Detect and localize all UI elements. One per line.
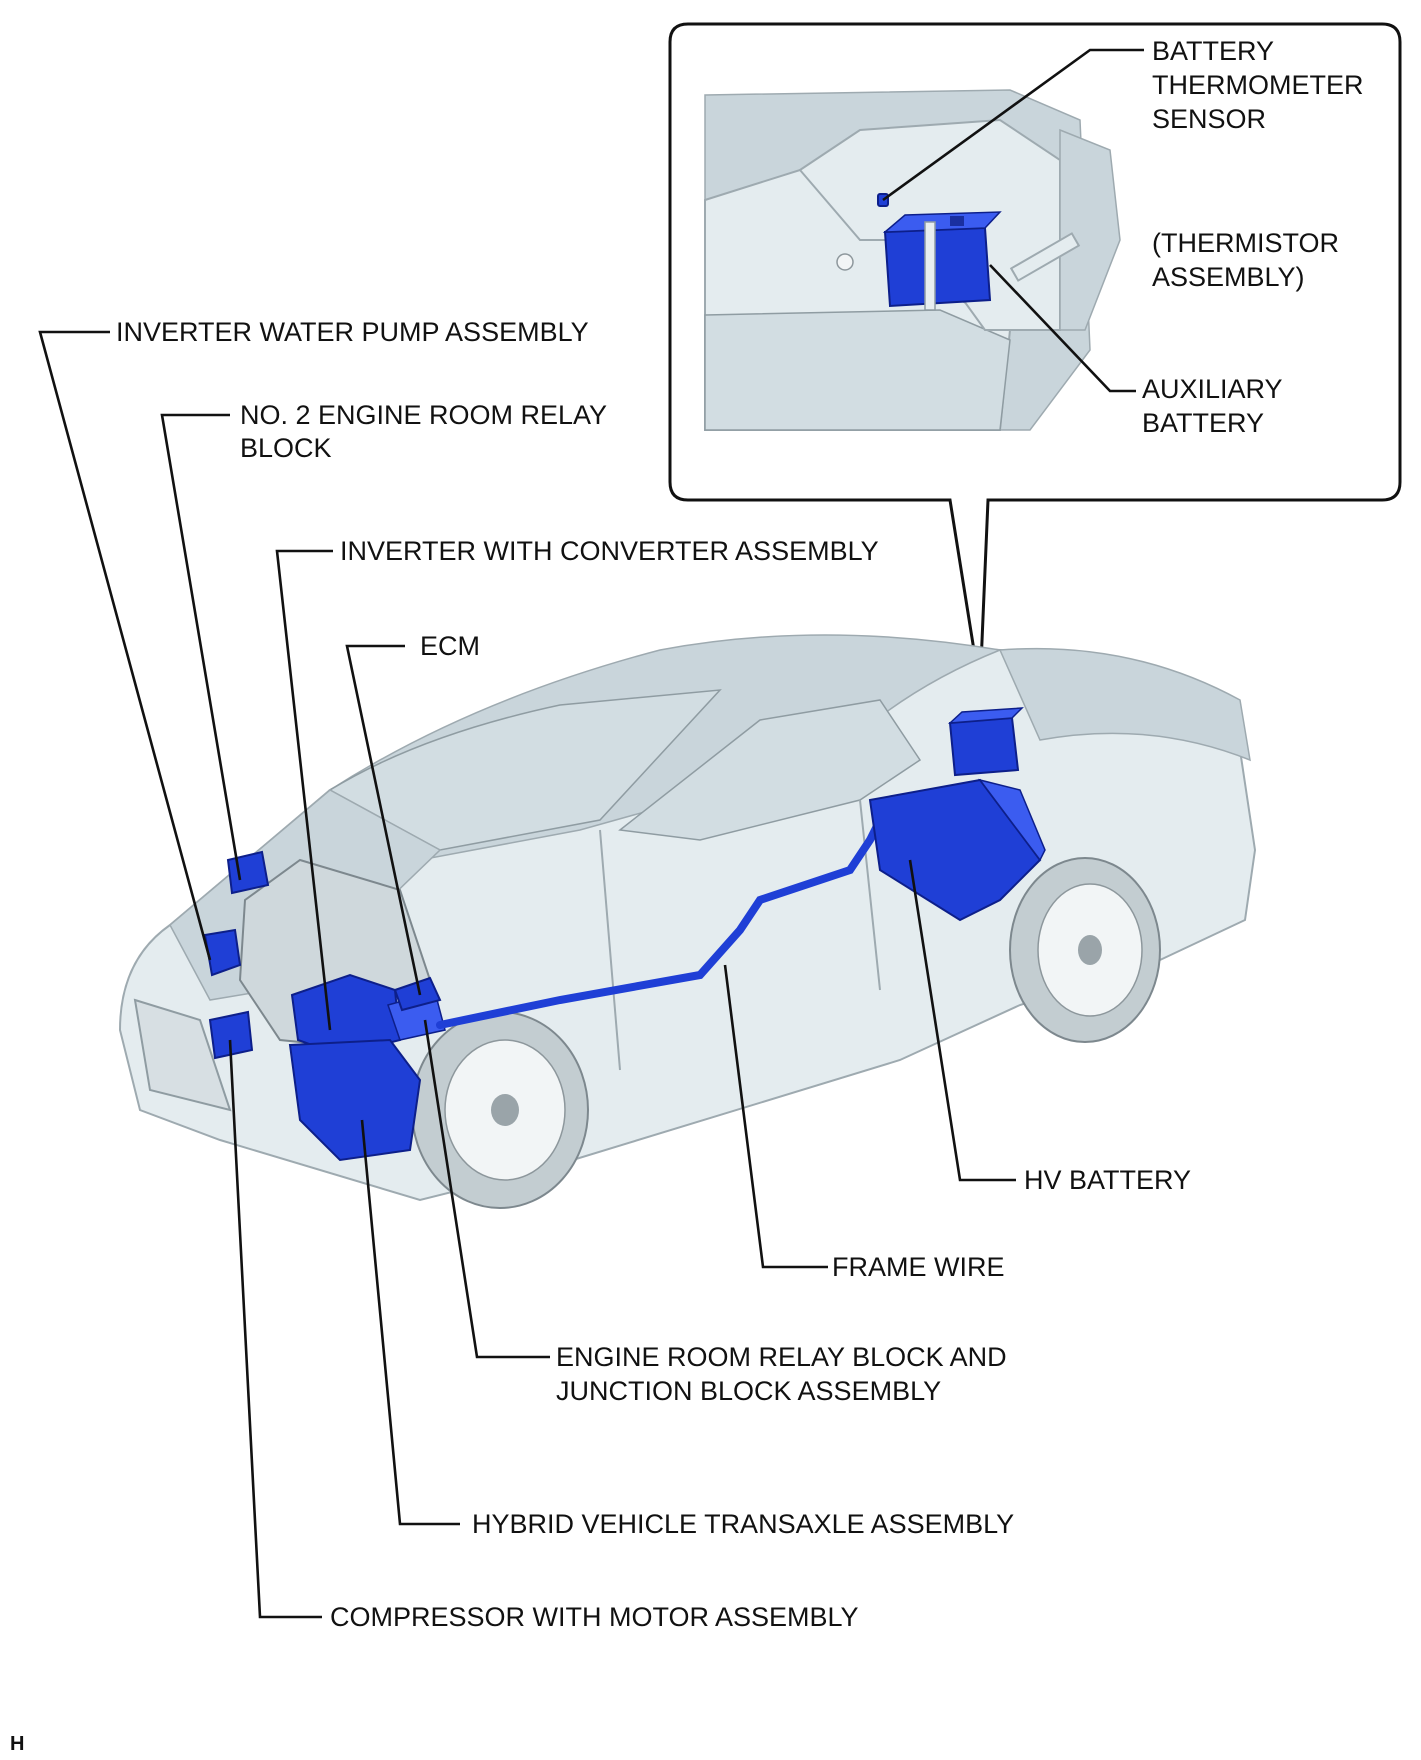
leader-inverter-converter	[275, 549, 333, 1031]
corner-mark: H	[10, 1733, 24, 1755]
label-inverter-water-pump: INVERTER WATER PUMP ASSEMBLY	[116, 317, 589, 347]
compressor-part	[208, 1010, 254, 1060]
auxiliary-battery-inset	[882, 211, 1002, 311]
front-grille	[133, 998, 232, 1112]
leader-auxiliary-battery	[989, 264, 1136, 393]
frame-wire-part	[436, 816, 884, 1029]
leader-inverter-water-pump	[38, 330, 212, 961]
label-no2-relay-line1: NO. 2 ENGINE ROOM RELAY	[240, 400, 607, 430]
inverter-water-pump-part	[203, 928, 242, 977]
leader-no2-relay	[160, 413, 242, 881]
label-battery-thermometer-line3: SENSOR	[1152, 104, 1266, 134]
leader-lines	[38, 48, 1144, 1619]
label-frame-wire: FRAME WIRE	[832, 1252, 1005, 1282]
label-battery-thermometer-line2: THERMOMETER	[1152, 70, 1364, 100]
label-engine-relay-line2: JUNCTION BLOCK ASSEMBLY	[556, 1376, 941, 1406]
leader-transaxle	[360, 1119, 460, 1526]
windshield	[328, 689, 722, 851]
label-hv-battery: HV BATTERY	[1024, 1165, 1191, 1195]
label-engine-relay-line1: ENGINE ROOM RELAY BLOCK AND	[556, 1342, 1007, 1372]
label-auxiliary-battery-line1: AUXILIARY	[1142, 374, 1283, 404]
front-wheel	[411, 1011, 589, 1209]
label-no2-relay-line2: BLOCK	[240, 433, 332, 463]
label-ecm: ECM	[420, 631, 480, 661]
leader-ecm	[345, 644, 422, 996]
label-inverter-converter: INVERTER WITH CONVERTER ASSEMBLY	[340, 536, 879, 566]
highlighted-components	[203, 707, 1046, 1162]
label-transaxle: HYBRID VEHICLE TRANSAXLE ASSEMBLY	[472, 1509, 1014, 1539]
label-auxiliary-battery-line2: BATTERY	[1142, 408, 1264, 438]
leader-hv-battery	[908, 859, 1016, 1182]
label-thermistor-line2: ASSEMBLY)	[1152, 262, 1305, 292]
label-compressor: COMPRESSOR WITH MOTOR ASSEMBLY	[330, 1602, 859, 1632]
labels: INVERTER WATER PUMP ASSEMBLY NO. 2 ENGIN…	[10, 36, 1364, 1755]
transaxle-part	[288, 1038, 422, 1162]
label-thermistor-line1: (THERMISTOR	[1152, 228, 1339, 258]
side-windows	[618, 699, 922, 841]
leader-battery-thermometer	[882, 48, 1144, 202]
vehicle-illustration	[118, 634, 1257, 1209]
leader-engine-relay	[423, 1019, 550, 1359]
auxiliary-battery-part	[948, 716, 1020, 777]
inset-callout	[668, 22, 1402, 689]
leader-compressor	[228, 1039, 322, 1619]
trunk-lid	[998, 647, 1251, 762]
leader-frame-wire	[723, 964, 828, 1269]
no2-relay-block-part	[226, 850, 270, 895]
label-battery-thermometer-line1: BATTERY	[1152, 36, 1274, 66]
rear-wheel	[1009, 857, 1161, 1043]
